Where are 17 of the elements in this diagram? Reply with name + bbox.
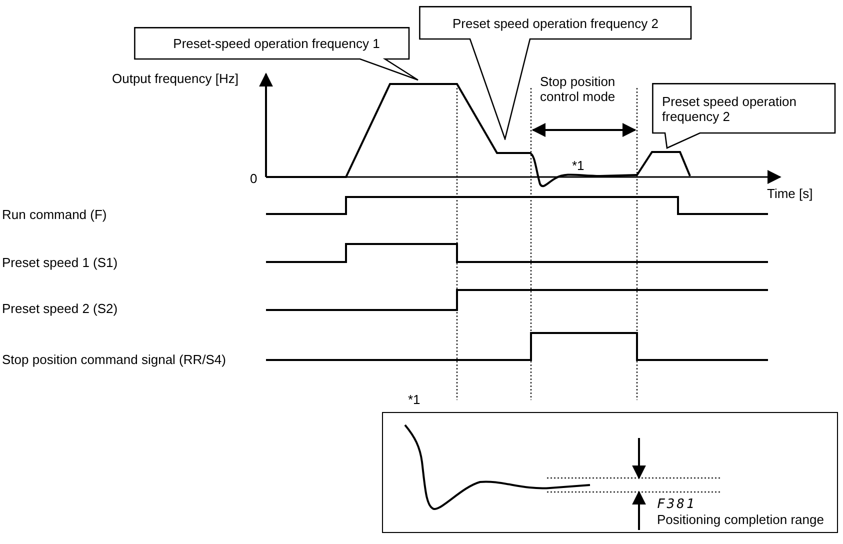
signal-name: Stop position command signal (RR/S4): [2, 352, 226, 367]
callout-text: Preset speed operation frequency 2: [452, 16, 658, 30]
mode-label: Stop position control mode: [540, 74, 616, 104]
axis-title: Output frequency [Hz]: [112, 71, 238, 86]
inset-text: Positioning completion range: [657, 512, 824, 527]
axis-title: Time [s]: [767, 186, 813, 201]
inset-box: [382, 412, 838, 533]
signal-name: Run command (F): [2, 207, 107, 222]
callout-text: Preset-speed operation frequency 1: [173, 36, 380, 51]
note-mark: *1: [408, 392, 420, 407]
signal-name: Preset speed 1 (S1): [2, 255, 118, 270]
note-mark: *1: [572, 158, 584, 173]
callout-box: [652, 83, 836, 149]
parameter-code: F381: [657, 497, 696, 512]
callout-text: Preset speed operation frequency 2: [662, 94, 798, 124]
axis-tick-label: 0: [250, 171, 258, 186]
signal-name: Preset speed 2 (S2): [2, 301, 118, 316]
